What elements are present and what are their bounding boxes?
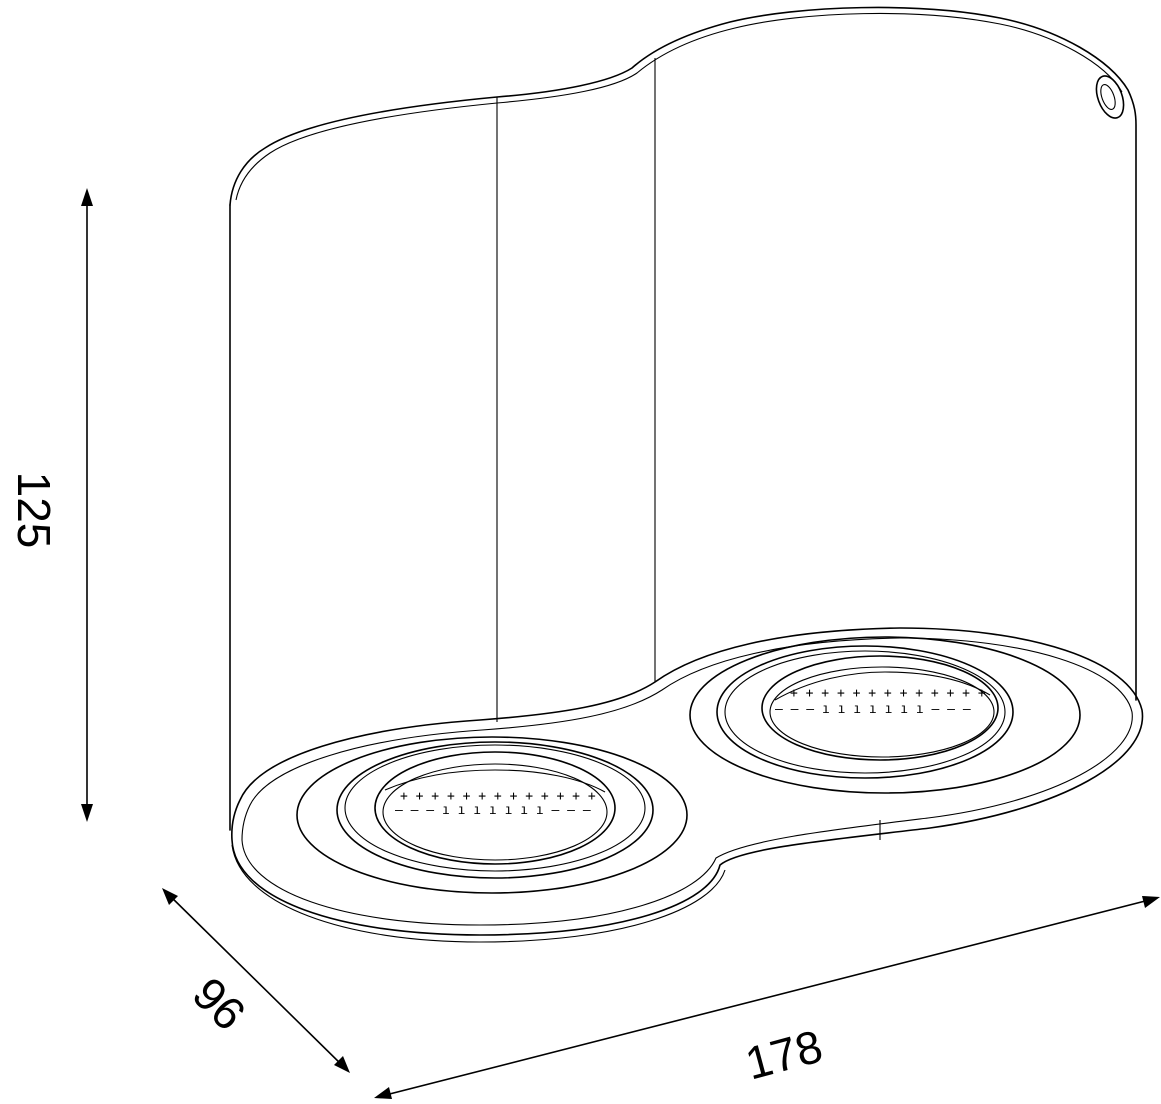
mounting-hole xyxy=(1095,75,1125,119)
bottom-plate xyxy=(231,627,1144,943)
dimension-width: 178 xyxy=(374,896,1160,1099)
lens-texture-right: + + + + + + + + + + + + + xyxy=(790,686,986,701)
depth-label: 96 xyxy=(183,967,256,1040)
dimension-height: 125 xyxy=(8,188,93,822)
lens-texture-left: + + + + + + + + + + + + + xyxy=(400,789,596,804)
spotlight-right: + + + + + + + + + + + + + – – – ı ı ı ı … xyxy=(689,636,1081,794)
height-label: 125 xyxy=(8,472,60,549)
width-label: 178 xyxy=(740,1019,828,1089)
spotlight-left: + + + + + + + + + + + + + – – – ı ı ı ı … xyxy=(296,736,688,894)
lens-texture-right-2: – – – ı ı ı ı ı ı ı – – – xyxy=(775,702,971,717)
lamp-housing xyxy=(229,6,1137,840)
lens-texture-left-2: – – – ı ı ı ı ı ı ı – – – xyxy=(395,803,591,818)
